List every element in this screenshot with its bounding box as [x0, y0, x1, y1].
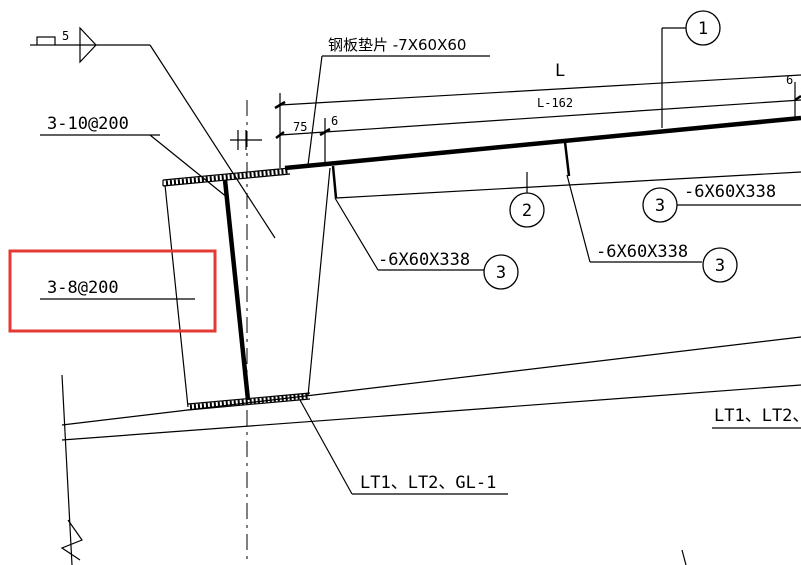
callout-3b-label: 3 [715, 256, 725, 276]
beam-left-edge [164, 184, 189, 408]
highlight-box [8, 249, 217, 333]
dimension-lines: L L-162 75 6 6 [274, 61, 801, 168]
dim-6-right-label: 6 [786, 73, 793, 87]
rebar-top-label: 3-10@200 [47, 114, 129, 134]
callout-1: 1 [661, 10, 721, 128]
weld-symbol: 5 [30, 26, 276, 239]
beam-ref-right: LT1、LT2、 [712, 406, 801, 429]
slab-lines [60, 336, 801, 565]
dim-6-left-label: 6 [331, 114, 338, 128]
weld-size-label: 5 [62, 29, 69, 43]
section-ticks [230, 130, 262, 150]
beam-right-edge [307, 167, 331, 397]
callout-2-label: 2 [522, 201, 532, 221]
steel-shim-callout: 钢板垫片 -7X60X60 [307, 36, 490, 166]
callout-3-right: 3 -6X60X338 [642, 182, 801, 223]
stiffeners [331, 141, 801, 199]
plate-3-label: -6X60X338 [684, 182, 776, 202]
callout-3c-label: 3 [655, 196, 665, 216]
rebar-top-callout: 3-10@200 [40, 114, 229, 199]
dim-L-label: L [555, 61, 565, 81]
beam-ref-bottom: LT1、LT2、GL-1 [299, 399, 508, 495]
plate-1-label: -6X60X338 [378, 250, 470, 270]
steel-shim-label: 钢板垫片 -7X60X60 [328, 36, 466, 54]
rebar-mid-callout: 3-8@200 [8, 249, 217, 333]
callout-2: 2 [509, 172, 545, 228]
callout-1-label: 1 [698, 19, 708, 39]
beam-web [222, 179, 251, 401]
beam-ref-bottom-label: LT1、LT2、GL-1 [360, 473, 496, 493]
dim-75-label: 75 [293, 120, 307, 134]
dim-L162-label: L-162 [537, 96, 573, 110]
top-plate [162, 115, 801, 187]
plate-2-label: -6X60X338 [596, 242, 688, 262]
callout-3-middle-right: -6X60X338 3 [566, 174, 738, 283]
callout-3a-label: 3 [496, 263, 506, 283]
rebar-mid-label: 3-8@200 [47, 278, 119, 298]
beam-ref-right-label: LT1、LT2、 [714, 406, 801, 426]
callout-3-middle: -6X60X338 3 [334, 197, 519, 290]
